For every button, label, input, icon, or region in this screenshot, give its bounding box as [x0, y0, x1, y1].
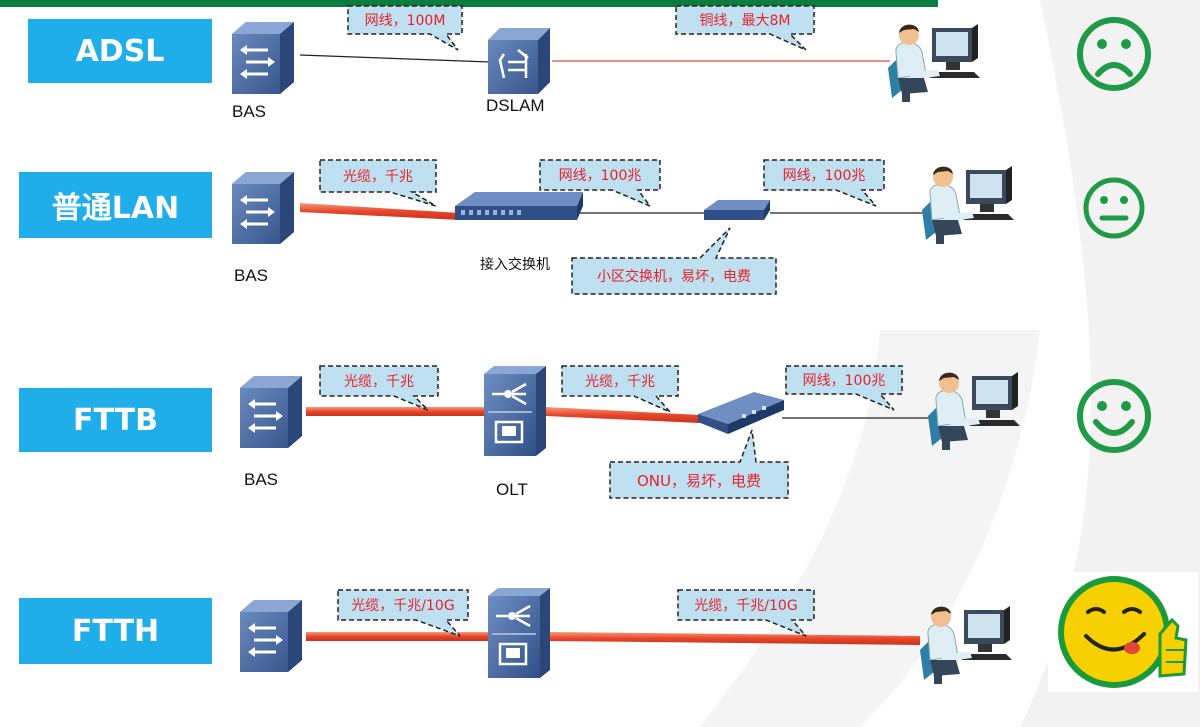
olt-icon: [486, 586, 552, 680]
callout-lan-3: [763, 159, 885, 207]
device-label-bas: BAS: [244, 470, 279, 489]
callout-text: 光缆，千兆: [585, 374, 655, 390]
user-computer-icon: [921, 165, 1015, 245]
callout-text: 小区交换机，易坏，电费: [597, 269, 751, 285]
row-adsl-connections: [299, 54, 890, 63]
device-label-dslam: DSLAM: [486, 96, 545, 115]
callout-lan-2: [539, 159, 661, 208]
callout-ftth-2: [677, 589, 815, 637]
callout-fttb-2: [561, 365, 679, 413]
user-computer-icon: [887, 23, 981, 103]
dslam-icon: [488, 28, 550, 94]
callout-adsl-2: [675, 5, 815, 51]
callout-fttb-1: [319, 365, 439, 411]
device-label-olt: OLT: [496, 480, 528, 499]
callout-lan-4: [571, 227, 777, 295]
callout-text: ONU，易坏，电费: [636, 471, 761, 490]
bas-router-icon: [238, 374, 304, 450]
callout-lan-1: [319, 159, 437, 207]
callout-ftth-1: [337, 589, 469, 637]
olt-icon: [482, 364, 548, 458]
user-computer-icon: [919, 605, 1013, 685]
callout-text: 网线，100兆: [802, 373, 886, 389]
neutral-face-icon: [1083, 177, 1145, 239]
row-lan-connections: [300, 203, 925, 220]
callout-fttb-3: [785, 365, 903, 411]
access-switch-icon: [455, 192, 583, 220]
callout-text: 光缆，千兆/10G: [351, 598, 455, 614]
callout-fttb-4: [609, 429, 789, 499]
callout-adsl-1: [347, 5, 463, 51]
callout-text: 光缆，千兆: [344, 374, 414, 390]
row-label-ftth: FTTH: [19, 598, 212, 664]
top-accent-bar: [0, 0, 938, 7]
row-ftth-connections: [306, 632, 920, 645]
onu-icon: [698, 392, 784, 434]
device-label-bas: BAS: [232, 102, 267, 121]
smile-face-icon: [1077, 379, 1151, 453]
row-label-lan: 普通LAN: [19, 172, 212, 238]
sad-face-icon: [1077, 17, 1151, 91]
device-label-bas: BAS: [234, 266, 269, 285]
callout-text: 网线，100兆: [558, 168, 642, 184]
device-label-access-switch: 接入交换机: [480, 257, 550, 273]
callout-text: 网线，100M: [364, 13, 446, 29]
row-label-adsl: ADSL: [28, 19, 212, 83]
thumbs-up-emoji-icon: [1048, 572, 1198, 692]
callout-text: 铜线，最大8M: [699, 13, 791, 29]
community-switch-icon: [704, 200, 770, 220]
callout-text: 光缆，千兆/10G: [694, 598, 798, 614]
bas-router-icon: [238, 598, 304, 674]
user-computer-icon: [927, 371, 1021, 451]
callout-text: 网线，100兆: [782, 168, 866, 184]
bas-router-icon: [230, 20, 296, 96]
callout-text: 光缆，千兆: [343, 169, 413, 185]
row-fttb-connections: [306, 407, 930, 423]
bas-router-icon: [230, 170, 296, 246]
row-label-fttb: FTTB: [19, 388, 212, 452]
